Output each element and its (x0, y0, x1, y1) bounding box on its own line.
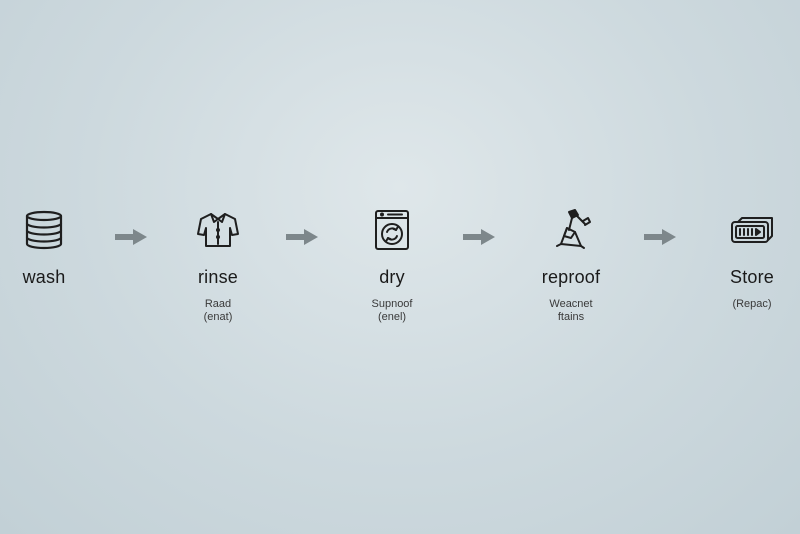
step-subtitle-line2: (enel) (377, 311, 407, 323)
step-subtitle-line1: Supnoof (371, 298, 413, 310)
step-subtitle-line2: ftains (557, 311, 585, 323)
washing-machine-icon (368, 206, 416, 254)
step-title: Store (729, 267, 775, 287)
arrow-right-icon (284, 228, 320, 246)
storage-box-icon (728, 206, 776, 254)
step-store: Store (Repac) (682, 206, 800, 311)
arrow-right-icon (642, 228, 678, 246)
step-title: reproof (541, 267, 601, 287)
step-rinse: rinse Raad (enat) (148, 206, 288, 324)
brush-icon (547, 206, 595, 254)
step-subtitle-line1: Weacnet (549, 298, 593, 310)
shirt-icon (194, 206, 242, 254)
step-wash: wash (0, 206, 114, 298)
step-subtitle-line2: (enat) (203, 311, 233, 323)
arrow-right-icon (461, 228, 497, 246)
step-reproof: reproof Weacnet ftains (501, 206, 641, 324)
step-dry: dry Supnoof (enel) (322, 206, 462, 324)
arrow-right-icon (113, 228, 149, 246)
step-subtitle-line1: (Repac) (732, 298, 772, 310)
step-title: rinse (197, 267, 238, 287)
step-subtitle-line1: Raad (204, 298, 232, 310)
step-title: dry (379, 267, 405, 287)
stack-icon (20, 206, 68, 254)
step-title: wash (22, 267, 66, 287)
